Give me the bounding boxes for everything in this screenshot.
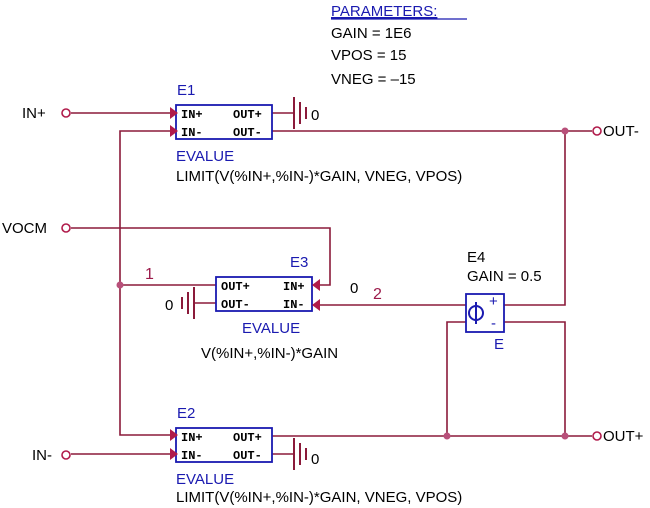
e2-component[interactable]: E2 IN+ IN- OUT+ OUT- EVALUE LIMIT(V(%IN+… [170,405,462,506]
e3-ground-label: 0 [165,297,173,314]
e2-pin-out-minus: OUT- [233,449,262,463]
port-vocm[interactable]: VOCM [2,220,71,237]
wires [71,112,592,455]
e2-ref: E2 [177,405,195,422]
e1-pin-arrow-in-minus [170,125,178,137]
e2-pin-arrow-in-plus [170,429,178,441]
e4-body [465,293,505,333]
port-in-plus[interactable]: IN+ [22,105,71,122]
e3-ground-symbol: 0 [165,287,195,319]
e1-type: EVALUE [176,148,234,165]
param-vpos: VPOS = 15 [331,47,406,64]
e4-minus: - [491,315,496,332]
net-label-2: 2 [373,286,382,303]
e1-pin-in-minus: IN- [181,126,203,140]
port-in-minus-terminal [61,450,71,460]
e4-plus: + [489,293,498,310]
e3-pin-out-minus: OUT- [221,298,250,312]
e4-ref: E4 [467,249,485,266]
e2-body [175,427,273,463]
e2-pin-arrow-in-minus [170,448,178,460]
e4-gain: GAIN = 0.5 [467,268,542,285]
e1-body [175,104,273,140]
e2-type: EVALUE [176,471,234,488]
port-out-minus-label: OUT- [603,123,639,140]
e3-pin-arrow-in-plus [312,279,320,291]
e3-body [215,276,313,312]
junction-node-1 [116,281,124,289]
e2-ground-label: 0 [311,451,319,468]
e1-pin-out-plus: OUT+ [233,108,262,122]
e1-component[interactable]: E1 IN+ IN- OUT+ OUT- EVALUE LIMIT(V(%IN+… [170,82,462,185]
e3-pin-in-plus: IN+ [283,280,305,294]
port-out-minus-terminal [592,126,602,136]
port-out-plus[interactable]: OUT+ [592,428,644,445]
e4-component[interactable]: E4 GAIN = 0.5 + - E [465,249,542,353]
port-out-minus[interactable]: OUT- [592,123,639,140]
port-in-plus-terminal [61,108,71,118]
e1-pin-out-minus: OUT- [233,126,262,140]
param-vneg: VNEG = –15 [331,71,416,88]
e1-ref: E1 [177,82,195,99]
junction-e4-ref [443,432,451,440]
e2-pin-in-plus: IN+ [181,431,203,445]
e3-type: EVALUE [242,320,300,337]
e2-expression: LIMIT(V(%IN+,%IN-)*GAIN, VNEG, VPOS) [176,489,462,506]
e2-pin-in-minus: IN- [181,449,203,463]
parameters-title: PARAMETERS: [331,3,437,20]
port-out-plus-label: OUT+ [603,428,644,445]
e2-pin-out-plus: OUT+ [233,431,262,445]
junction-out-minus [561,127,569,135]
e3-component[interactable]: E3 OUT+ OUT- IN+ IN- EVALUE V(%IN+,%IN-)… [201,254,338,362]
e3-expression: V(%IN+,%IN-)*GAIN [201,345,338,362]
e1-pin-in-plus: IN+ [181,108,203,122]
port-in-plus-label: IN+ [22,105,46,122]
e1-ground-label: 0 [311,107,319,124]
e3-pin-arrow-in-minus [312,299,320,311]
e1-pin-arrow-in-plus [170,107,178,119]
e1-expression: LIMIT(V(%IN+,%IN-)*GAIN, VNEG, VPOS) [176,168,462,185]
e4-type: E [494,336,504,353]
e3-pin-out-plus: OUT+ [221,280,250,294]
port-in-minus[interactable]: IN- [32,447,71,464]
e3-input-ref-label: 0 [350,280,358,297]
port-in-minus-label: IN- [32,447,52,464]
net-label-1: 1 [145,266,154,283]
port-vocm-terminal [61,223,71,233]
port-out-plus-terminal [592,431,602,441]
e3-pin-in-minus: IN- [283,298,305,312]
junction-out-plus [561,432,569,440]
port-vocm-label: VOCM [2,220,47,237]
e2-ground-symbol: 0 [293,438,319,470]
e3-ref: E3 [290,254,308,271]
param-gain: GAIN = 1E6 [331,25,411,42]
e1-ground-symbol: 0 [293,97,319,129]
